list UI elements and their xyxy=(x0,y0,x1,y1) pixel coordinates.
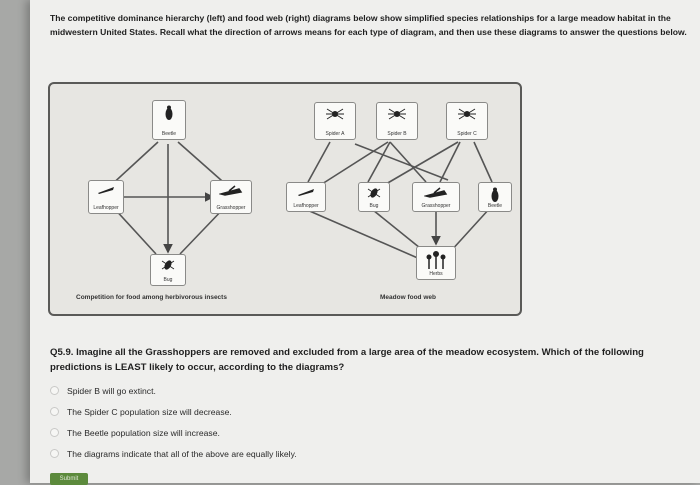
node-leafhopper: Leafhopper xyxy=(88,180,124,214)
radio-button[interactable] xyxy=(50,386,59,395)
option-all-equal[interactable]: The diagrams indicate that all of the ab… xyxy=(50,443,550,464)
bug-icon xyxy=(367,188,381,198)
spider-icon xyxy=(458,108,476,120)
submit-button[interactable]: Submit xyxy=(50,473,88,485)
option-spider-b[interactable]: Spider B will go extinct. xyxy=(50,380,550,401)
question-text: Q5.9. Imagine all the Grasshoppers are r… xyxy=(50,347,644,373)
option-spider-c[interactable]: The Spider C population size will decrea… xyxy=(50,401,550,422)
node-leafhopper-web: Leafhopper xyxy=(286,182,326,212)
spider-icon xyxy=(326,108,344,120)
right-diagram-caption: Meadow food web xyxy=(380,294,436,301)
radio-button[interactable] xyxy=(50,428,59,437)
arrows-layer xyxy=(107,141,493,260)
node-spider-c: Spider C xyxy=(446,102,488,140)
node-bug-web: Bug xyxy=(358,182,390,212)
node-beetle-web: Beetle xyxy=(478,182,512,212)
node-spider-a: Spider A xyxy=(314,102,356,140)
node-herbs: Herbs xyxy=(416,246,456,280)
node-beetle: Beetle xyxy=(152,100,186,140)
left-diagram-caption: Competition for food among herbivorous i… xyxy=(76,294,227,301)
beetle-icon xyxy=(165,105,173,120)
option-label: Spider B will go extinct. xyxy=(67,385,156,396)
diagram-panel: Beetle Leafhopper Grasshopper Bug Compet… xyxy=(48,82,522,316)
radio-button[interactable] xyxy=(50,449,59,458)
option-label: The diagrams indicate that all of the ab… xyxy=(67,448,297,459)
bug-icon xyxy=(161,260,175,270)
option-beetle[interactable]: The Beetle population size will increase… xyxy=(50,422,550,443)
option-label: The Spider C population size will decrea… xyxy=(67,406,232,417)
beetle-icon xyxy=(491,187,499,202)
node-grasshopper-web: Grasshopper xyxy=(412,182,460,212)
option-label: The Beetle population size will increase… xyxy=(67,427,220,438)
herbs-icon xyxy=(426,251,446,269)
radio-button[interactable] xyxy=(50,407,59,416)
grasshopper-icon xyxy=(424,187,448,198)
leafhopper-icon xyxy=(98,187,114,194)
leafhopper-icon xyxy=(298,189,314,196)
node-grasshopper: Grasshopper xyxy=(210,180,252,214)
node-spider-b: Spider B xyxy=(376,102,418,140)
answer-options: Spider B will go extinct. The Spider C p… xyxy=(50,380,550,464)
grasshopper-icon xyxy=(219,185,243,196)
node-bug: Bug xyxy=(150,254,186,286)
quiz-page: The competitive dominance hierarchy (lef… xyxy=(30,0,700,485)
spider-icon xyxy=(388,108,406,120)
intro-text: The competitive dominance hierarchy (lef… xyxy=(50,13,687,37)
